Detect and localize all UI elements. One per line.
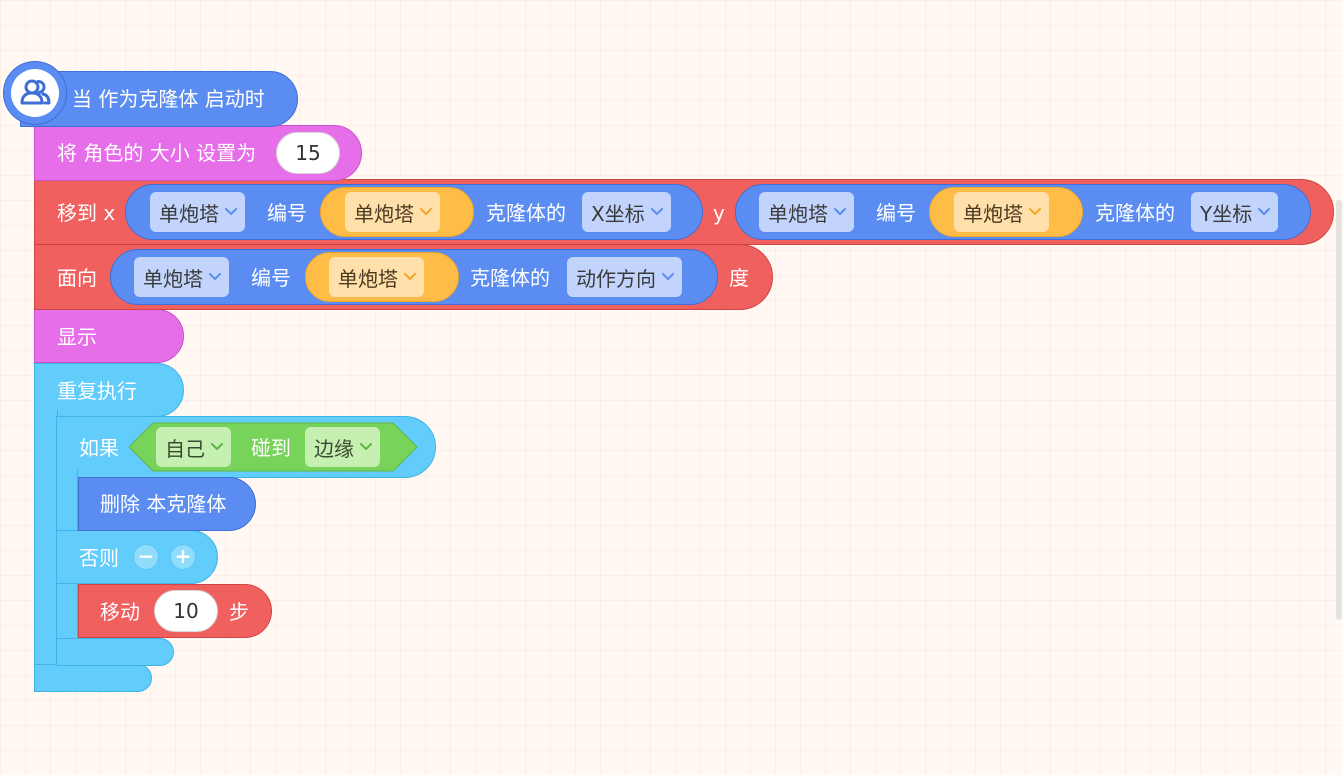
forever-arm	[34, 410, 58, 690]
size-input[interactable]: 15	[276, 132, 340, 174]
x-id-label: 编号	[267, 201, 307, 225]
x-clone-of-label: 克隆体的	[486, 201, 566, 225]
y-clone-sprite-dropdown[interactable]: 单炮塔	[954, 192, 1049, 232]
remove-branch-button[interactable]: −	[133, 544, 159, 570]
show-label: 显示	[57, 325, 97, 349]
x-clone-sprite-value: 单炮塔	[354, 201, 414, 226]
chevron-down-icon	[651, 207, 663, 217]
chevron-down-icon	[662, 272, 674, 282]
touching-label: 碰到	[251, 436, 291, 460]
face-property-value: 动作方向	[576, 266, 656, 291]
chevron-down-icon	[360, 442, 372, 452]
chevron-down-icon	[209, 272, 221, 282]
chevron-down-icon	[834, 207, 846, 217]
workspace-scrollbar[interactable]	[1336, 200, 1342, 620]
chevron-down-icon	[1258, 207, 1270, 217]
x-property-dropdown[interactable]: X坐标	[582, 192, 671, 232]
y-property-value: Y坐标	[1200, 201, 1253, 226]
forever-block[interactable]	[34, 363, 184, 417]
touch-target-dropdown[interactable]: 自己	[156, 427, 231, 467]
x-sprite-value: 单炮塔	[159, 201, 219, 226]
face-clone-of-label: 克隆体的	[470, 266, 550, 290]
move-steps-input[interactable]: 10	[154, 590, 218, 632]
if-label: 如果	[79, 436, 119, 460]
touch-target-value: 自己	[165, 436, 205, 461]
forever-foot	[34, 664, 152, 692]
touch-object-value: 边缘	[314, 436, 354, 461]
move-steps-suffix: 步	[229, 600, 249, 624]
face-sprite-value: 单炮塔	[143, 266, 203, 291]
x-sprite-dropdown[interactable]: 单炮塔	[150, 192, 245, 232]
degree-label: 度	[729, 266, 749, 290]
face-property-dropdown[interactable]: 动作方向	[567, 257, 682, 297]
delete-clone-label: 删除 本克隆体	[100, 492, 227, 516]
set-size-label: 将 角色的 大小 设置为	[57, 141, 257, 165]
face-sprite-dropdown[interactable]: 单炮塔	[134, 257, 229, 297]
y-clone-of-label: 克隆体的	[1095, 201, 1175, 225]
go-to-x-label: 移到 x	[57, 201, 116, 225]
chevron-down-icon	[420, 207, 432, 217]
chevron-down-icon	[211, 442, 223, 452]
users-icon	[20, 79, 51, 105]
chevron-down-icon	[225, 207, 237, 217]
point-direction-label: 面向	[57, 266, 97, 290]
add-branch-button[interactable]: +	[170, 544, 196, 570]
show-block[interactable]	[34, 309, 184, 363]
y-clone-sprite-value: 单炮塔	[963, 201, 1023, 226]
x-clone-sprite-dropdown[interactable]: 单炮塔	[345, 192, 440, 232]
face-id-label: 编号	[251, 266, 291, 290]
if-foot	[56, 638, 174, 666]
forever-label: 重复执行	[57, 379, 137, 403]
y-property-dropdown[interactable]: Y坐标	[1191, 192, 1279, 232]
face-clone-sprite-dropdown[interactable]: 单炮塔	[329, 257, 424, 297]
y-sprite-value: 单炮塔	[768, 201, 828, 226]
when-clone-start-label: 当 作为克隆体 启动时	[72, 87, 265, 111]
x-property-value: X坐标	[591, 201, 645, 226]
delete-clone-block[interactable]	[78, 477, 256, 531]
y-id-label: 编号	[876, 201, 916, 225]
else-label: 否则	[79, 546, 119, 570]
chevron-down-icon	[404, 272, 416, 282]
go-to-y-label: y	[713, 201, 725, 225]
y-sprite-dropdown[interactable]: 单炮塔	[759, 192, 854, 232]
chevron-down-icon	[1029, 207, 1041, 217]
touch-object-dropdown[interactable]: 边缘	[305, 427, 380, 467]
face-clone-sprite-value: 单炮塔	[338, 266, 398, 291]
move-steps-label: 移动	[100, 600, 140, 624]
